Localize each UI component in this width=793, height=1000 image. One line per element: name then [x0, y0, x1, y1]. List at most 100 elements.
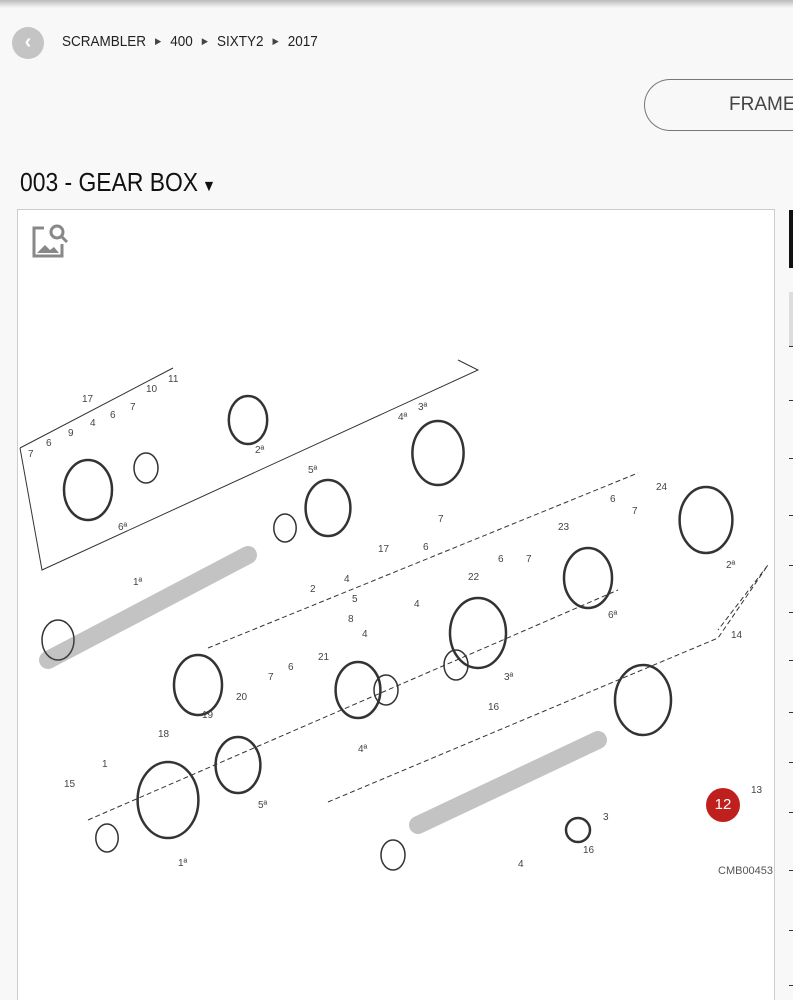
gear-part [448, 596, 508, 670]
gear-part [373, 674, 399, 706]
part-callout[interactable]: 1ª [133, 577, 143, 588]
gear-part [133, 452, 159, 484]
part-callout[interactable]: 2ª [726, 560, 736, 571]
side-row-divider [789, 930, 793, 931]
breadcrumb-item[interactable]: 2017 [287, 33, 318, 50]
part-callout[interactable]: 6 [498, 554, 504, 565]
part-callout[interactable]: 6 [46, 438, 52, 449]
gear-part [443, 649, 469, 681]
breadcrumb-item[interactable]: SIXTY2 [217, 33, 264, 50]
part-callout[interactable]: 5ª [258, 800, 268, 811]
side-row-divider [789, 458, 793, 459]
breadcrumb-item[interactable]: SCRAMBLER [62, 33, 147, 50]
part-callout[interactable]: 3ª [418, 402, 428, 413]
part-callout[interactable]: 4 [518, 859, 524, 870]
side-row-divider [789, 985, 793, 986]
part-callout[interactable]: 7 [632, 506, 638, 517]
image-zoom-icon[interactable] [30, 220, 70, 260]
breadcrumb: SCRAMBLER ▶ 400 ▶ SIXTY2 ▶ 2017 [62, 33, 318, 50]
shaft-part [39, 546, 257, 669]
part-callout[interactable]: 18 [158, 729, 170, 740]
part-callout[interactable]: 6 [288, 662, 294, 673]
part-callout[interactable]: 4 [344, 574, 350, 585]
part-callout[interactable]: 16 [488, 702, 500, 713]
part-callout[interactable]: 7 [526, 554, 532, 565]
part-callout[interactable]: 14 [731, 630, 743, 641]
gear-part [136, 760, 200, 840]
part-callout[interactable]: 6 [423, 542, 429, 553]
part-callout[interactable]: 9 [68, 428, 74, 439]
gear-part [380, 839, 406, 871]
part-callout[interactable]: 20 [236, 692, 248, 703]
part-callout[interactable]: 4 [362, 629, 368, 640]
side-row-divider [789, 400, 793, 401]
part-callout[interactable]: 6ª [608, 610, 618, 621]
part-callout[interactable]: 11 [168, 374, 179, 385]
part-callout-12-selected[interactable]: 12 [706, 788, 740, 822]
gear-part [678, 485, 734, 555]
side-row-divider [789, 762, 793, 763]
side-panel-selected-row[interactable] [789, 292, 793, 347]
part-callout[interactable]: 22 [468, 572, 480, 583]
side-row-divider [789, 515, 793, 516]
part-callout[interactable]: 6ª [118, 522, 128, 533]
part-callout[interactable]: 13 [751, 785, 763, 796]
gear-part [172, 653, 224, 717]
part-callout[interactable]: 2 [310, 584, 316, 595]
gear-part [41, 619, 75, 661]
gear-part [227, 394, 269, 446]
back-button[interactable]: ‹ [12, 27, 44, 59]
chevron-left-icon: ‹ [24, 31, 32, 53]
part-callout[interactable]: 1 [102, 759, 108, 770]
page-title[interactable]: 003 - GEAR BOX ▼ [20, 167, 216, 198]
side-row-divider [789, 612, 793, 613]
gear-part [334, 660, 382, 720]
part-callout[interactable]: 6 [610, 494, 616, 505]
part-callout[interactable]: 7 [438, 514, 444, 525]
part-callout[interactable]: 7 [28, 449, 34, 460]
triangle-right-icon: ▶ [272, 36, 279, 46]
page-title-text: 003 - GEAR BOX [20, 167, 199, 197]
top-shadow [0, 0, 793, 8]
part-callout[interactable]: 24 [656, 482, 668, 493]
part-callout[interactable]: 21 [318, 652, 330, 663]
triangle-right-icon: ▶ [155, 36, 162, 46]
side-panel-header [789, 210, 793, 268]
part-callout[interactable]: 17 [378, 544, 390, 555]
part-callout[interactable]: 6 [110, 410, 116, 421]
triangle-right-icon: ▶ [201, 36, 209, 46]
frame-tab-button[interactable]: FRAME [644, 79, 793, 131]
caret-down-icon: ▼ [198, 178, 216, 195]
gear-part [273, 513, 297, 543]
part-callout[interactable]: 10 [146, 384, 158, 395]
gear-part [62, 458, 114, 522]
part-callout[interactable]: 17 [82, 394, 94, 405]
part-callout[interactable]: 5ª [308, 465, 318, 476]
part-callout[interactable]: 3ª [504, 672, 514, 683]
part-callout[interactable]: 2ª [255, 445, 265, 456]
gear-part [564, 816, 592, 844]
part-callout[interactable]: 15 [64, 779, 76, 790]
part-callout[interactable]: 7 [268, 672, 274, 683]
side-row-divider [789, 712, 793, 713]
part-callout[interactable]: 23 [558, 522, 570, 533]
part-callout[interactable]: 19 [202, 710, 214, 721]
part-callout[interactable]: 16 [583, 845, 595, 856]
part-callout[interactable]: 3 [603, 812, 609, 823]
part-callout[interactable]: 4ª [358, 744, 368, 755]
gear-part [613, 663, 673, 737]
part-callout[interactable]: 8 [348, 614, 354, 625]
part-callout[interactable]: 7 [130, 402, 136, 413]
gear-part [411, 419, 465, 487]
part-callout[interactable]: 4ª [398, 412, 408, 423]
part-callout[interactable]: 4 [90, 418, 96, 429]
side-row-divider [789, 870, 793, 871]
part-callout[interactable]: 5 [352, 594, 358, 605]
diagram-code: CMB00453 [718, 865, 774, 877]
side-row-divider [789, 565, 793, 566]
part-callout[interactable]: 4 [414, 599, 420, 610]
breadcrumb-item[interactable]: 400 [170, 33, 193, 50]
part-callout[interactable]: 1ª [178, 858, 188, 869]
shaft-part [409, 731, 607, 834]
